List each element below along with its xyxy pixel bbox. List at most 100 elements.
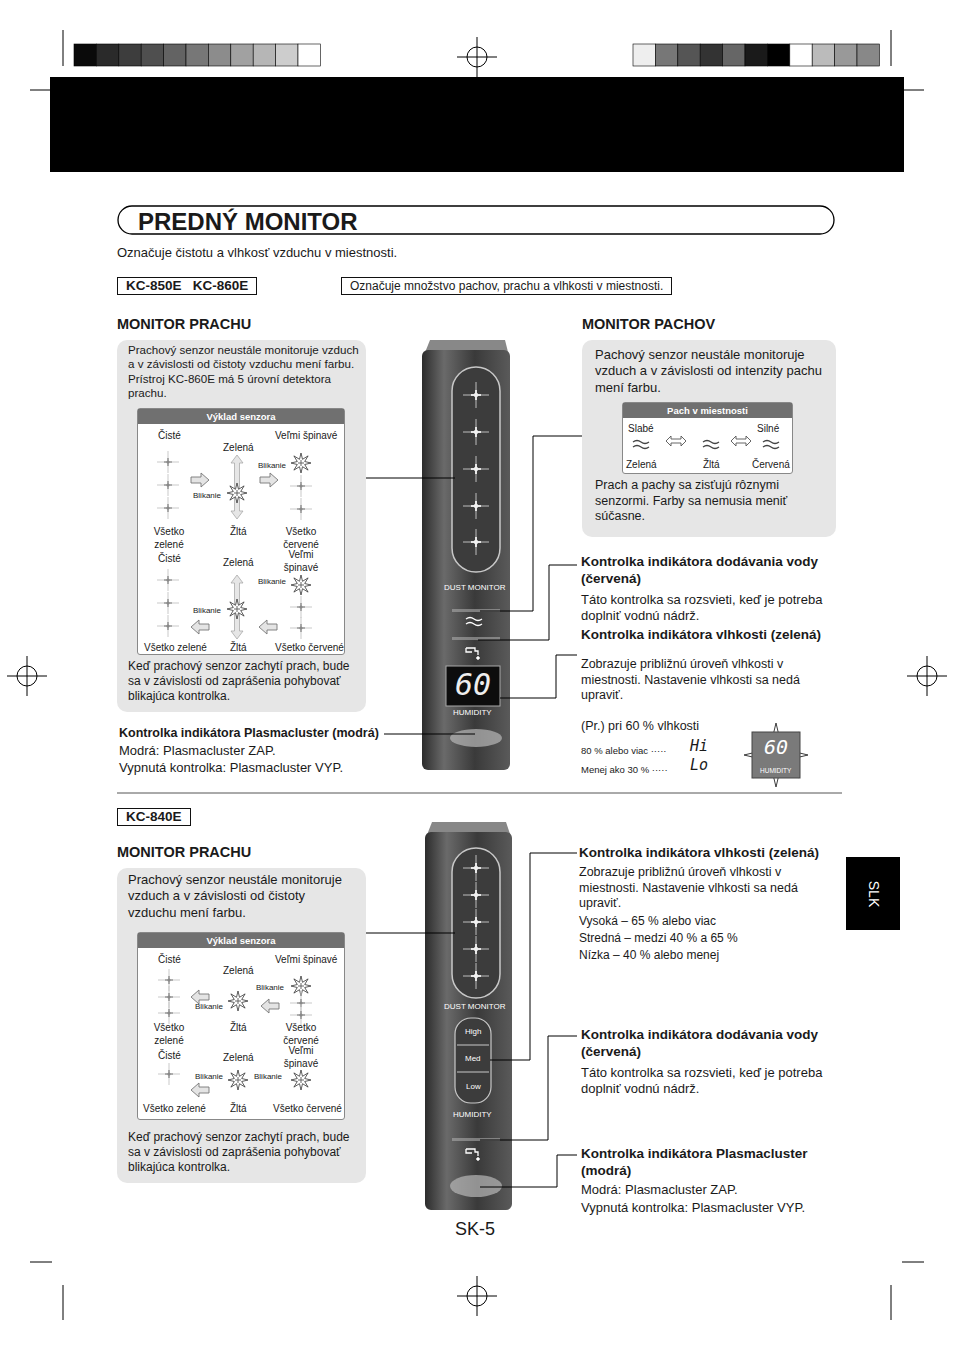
node-text: Výklad senzora: [138, 933, 344, 948]
callout-text: Vypnutá kontrolka: Plasmacluster VYP.: [581, 1200, 805, 1216]
sensor-label: Všetko červené: [275, 642, 344, 655]
sensor-label: Blikanie: [195, 1002, 223, 1012]
sensor-label: Všetko zelené: [143, 1103, 206, 1116]
info-panel: MONITOR PACHOV Pachový senzor neustále mo…: [582, 315, 836, 537]
device-illustration: [425, 822, 512, 1210]
callout-text: Stredná – medzi 40 % a 65 %: [579, 931, 738, 946]
callout-text: Modrá: Plasmacluster ZAP.: [581, 1182, 738, 1198]
sensor-label: Žltá: [230, 526, 247, 539]
device-text: HUMIDITY: [760, 767, 791, 775]
sensor-label: Zelená: [223, 965, 254, 978]
sensor-label: Čisté: [158, 553, 181, 566]
info-panel: MONITOR PRACHU Prachový senzor neustále m…: [117, 843, 366, 1183]
odor-glyphs: [633, 436, 779, 449]
node-text: Keď prachový senzor zachytí prach, bude …: [128, 659, 360, 704]
callout-text: Vypnutá kontrolka: Plasmacluster VYP.: [119, 760, 343, 776]
note-box: Označuje množstvo pachov, prachu a vlhko…: [341, 277, 672, 295]
sensor-label: Čisté: [158, 1050, 181, 1063]
sensor-label: Veľmi špinavé: [275, 954, 337, 967]
sensor-label: Blikanie: [195, 1072, 223, 1082]
sensor-label: Veľmi špinavé: [278, 1045, 324, 1070]
callout-heading: Kontrolka indikátora dodávania vody (čer…: [581, 554, 843, 588]
device-text: High: [465, 1027, 481, 1037]
display-digits: 60: [455, 670, 491, 700]
color-bars: [74, 44, 879, 66]
sensor-label: Žltá: [703, 459, 720, 472]
leader-lines: [366, 436, 582, 1187]
sensor-label: Všetko zelené: [146, 1022, 192, 1047]
sensor-label: Čisté: [158, 430, 181, 443]
section-divider: [117, 793, 842, 794]
callout-text: Táto kontrolka sa rozsvieti, keď je potr…: [581, 1065, 831, 1098]
callout-text: Menej ako 30 % ·····: [581, 764, 668, 776]
sensor-label: Blikanie: [258, 577, 286, 587]
device-text: Med: [465, 1054, 481, 1064]
node-text: Prach a pachy sa zisťujú rôznymi senzorm…: [595, 478, 825, 525]
node-text: Pachový senzor neustále monitoruje vzduc…: [595, 347, 827, 396]
sensor-label: Zelená: [223, 442, 254, 455]
node-text: Prachový senzor neustále monitoruje vzdu…: [128, 343, 364, 401]
header-band: [50, 77, 904, 172]
device-text: DUST MONITOR: [444, 583, 505, 593]
device-text: Low: [466, 1082, 481, 1092]
device-text: DUST MONITOR: [444, 1002, 505, 1012]
sensor-label: Slabé: [628, 423, 654, 436]
panel-heading: MONITOR PRACHU: [117, 315, 251, 333]
callout-text: Zobrazuje približnú úroveň vlhkosti v mi…: [579, 865, 841, 912]
sensor-label: Veľmi špinavé: [278, 549, 324, 574]
panel-heading: MONITOR PACHOV: [582, 315, 715, 333]
node-text: SLK: [864, 880, 882, 906]
sensor-label: Čisté: [158, 954, 181, 967]
display-digits: Lo: [690, 758, 708, 773]
sensor-label: Žltá: [230, 642, 247, 655]
sensor-label: Všetko červené: [273, 1103, 342, 1116]
display-detail: [744, 723, 808, 787]
device-text: HUMIDITY: [453, 1110, 492, 1120]
sensor-label: Blikanie: [254, 1072, 282, 1082]
callout-text: Vysoká – 65 % alebo viac: [579, 914, 716, 929]
node-text: Pach v miestnosti: [623, 403, 792, 418]
sensor-label: Všetko červené: [278, 526, 324, 551]
callout-text: (Pr.) pri 60 % vlhkosti: [581, 719, 699, 735]
sensor-label: Všetko zelené: [144, 642, 207, 655]
sensor-label: Blikanie: [193, 606, 221, 616]
node-text: KC-850E KC-860E: [126, 278, 248, 294]
model-box: KC-850E KC-860E: [117, 277, 257, 295]
callout-text: Táto kontrolka sa rozsvieti, keď je potr…: [581, 592, 843, 625]
callout-text: Nízka – 40 % alebo menej: [579, 948, 719, 963]
sensor-label: Zelená: [626, 459, 657, 472]
device-text: HUMIDITY: [453, 708, 492, 718]
sensor-label: Žltá: [230, 1103, 247, 1116]
callout-heading: Kontrolka indikátora vlhkosti (zelená): [581, 627, 843, 644]
sensor-label: Silné: [757, 423, 779, 436]
callout-text: Modrá: Plasmacluster ZAP.: [119, 743, 276, 759]
sensor-label: Všetko červené: [278, 1022, 324, 1047]
sensor-label: Blikanie: [256, 983, 284, 993]
node-text: Keď prachový senzor zachytí prach, bude …: [128, 1130, 360, 1175]
print-marks: [7, 30, 947, 1320]
intro-text: Označuje čistotu a vlhkosť vzduchu v mie…: [117, 245, 397, 261]
page-title: PREDNÝ MONITOR: [138, 207, 358, 237]
sensor-label: Červená: [752, 459, 790, 472]
sensor-label: Blikanie: [258, 461, 286, 471]
sensor-label: Zelená: [223, 1052, 254, 1065]
callout-heading: Kontrolka indikátora Plasmacluster (modr…: [581, 1146, 843, 1180]
callout-heading: Kontrolka indikátora dodávania vody (čer…: [581, 1027, 843, 1061]
model-box: KC-840E: [117, 808, 191, 826]
callout-text: Zobrazuje približnú úroveň vlhkosti v mi…: [581, 657, 843, 704]
node-text: Prachový senzor neustále monitoruje vzdu…: [128, 872, 354, 921]
node-text: Označuje množstvo pachov, prachu a vlhko…: [350, 278, 663, 294]
node-text: Výklad senzora: [138, 409, 344, 424]
display-digits: Hi: [690, 739, 708, 754]
device-illustration: [422, 340, 510, 770]
panel-heading: MONITOR PRACHU: [117, 843, 251, 861]
sensor-label: Blikanie: [193, 491, 221, 501]
language-tab: SLK: [846, 857, 900, 930]
sensor-label: Žltá: [230, 1022, 247, 1035]
sensor-label: Zelená: [223, 557, 254, 570]
callout-text: 80 % alebo viac ·····: [581, 745, 667, 757]
node-text: KC-840E: [126, 809, 182, 825]
page-number: SK-5: [455, 1218, 495, 1241]
display-digits: 60: [764, 737, 788, 757]
